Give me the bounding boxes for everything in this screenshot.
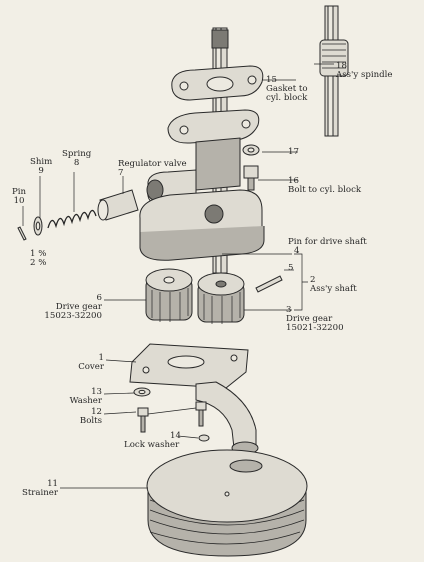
part-number-6: 6 xyxy=(96,293,102,303)
part-number-12: 12 xyxy=(91,407,102,417)
part-number-14: 14 xyxy=(170,431,181,441)
gasket xyxy=(171,65,264,101)
cotter-pin xyxy=(17,226,27,241)
part-number-16: 16 xyxy=(288,176,299,186)
part-name-6: Drive gear xyxy=(55,302,102,313)
label-4: Pin for drive shaft 4 xyxy=(288,237,367,257)
label-2: 2 Ass'y shaft xyxy=(310,275,357,295)
part-code-3: 15021-32200 xyxy=(286,323,344,334)
shim-sizes: 1 % 2 % xyxy=(30,249,47,269)
regulator-valve xyxy=(97,189,139,221)
drive-gear-3 xyxy=(197,272,245,324)
label-10: Pin 10 xyxy=(12,187,27,207)
leader-lines xyxy=(22,63,334,489)
part-name-18: Ass'y spindle xyxy=(336,70,393,81)
label-12: 12 Bolts xyxy=(56,407,102,427)
part-number-15: 15 xyxy=(266,75,277,85)
part-code-6: 15023-32200 xyxy=(44,311,102,322)
lock-washer-14 xyxy=(198,434,210,442)
label-6: 6 Drive gear 15023-32200 xyxy=(44,293,102,322)
part-name-1: Cover xyxy=(78,362,104,373)
spindle-assembly xyxy=(319,5,349,137)
part-name-8: Spring xyxy=(62,149,92,159)
label-3: 3 Drive gear 15021-32200 xyxy=(286,305,344,334)
spring xyxy=(47,209,97,229)
part-number-10: 10 xyxy=(13,196,25,207)
label-16: 16 Bolt to cyl. block xyxy=(288,176,362,196)
part-name-11: Strainer xyxy=(21,488,58,499)
cover xyxy=(129,343,259,455)
label-17: 17 xyxy=(288,147,299,157)
part-name-2: Ass'y shaft xyxy=(310,284,357,295)
label-11: 11 Strainer xyxy=(12,479,58,499)
bolts-12 xyxy=(137,401,207,433)
part-name-9: Shim xyxy=(30,157,53,167)
label-9: Shim 9 xyxy=(30,157,53,177)
part-number-11: 11 xyxy=(47,479,58,489)
washer-17 xyxy=(242,144,260,156)
label-1: 1 Cover xyxy=(60,353,104,373)
bolt-16 xyxy=(243,165,259,191)
part-number-9: 9 xyxy=(38,166,44,177)
part-name-7: Regulator valve xyxy=(118,159,187,169)
label-18: 18 Ass'y spindle xyxy=(336,61,393,81)
part-number-5: 5 xyxy=(288,263,294,273)
strainer xyxy=(146,449,308,557)
part-number-18: 18 xyxy=(336,61,347,71)
part-name-14: Lock washer xyxy=(124,440,180,451)
label-8: Spring 8 xyxy=(62,149,92,169)
label-14: 14 Lock washer xyxy=(124,431,181,451)
label-5: 5 xyxy=(288,263,294,273)
part-number-3: 3 xyxy=(286,305,292,315)
part-number-17: 17 xyxy=(288,147,299,157)
part-name-3: Drive gear xyxy=(286,314,333,325)
part-name-15-line2: cyl. block xyxy=(266,93,308,104)
part-number-8: 8 xyxy=(73,158,80,169)
label-15: 15 Gasket to cyl. block xyxy=(266,75,308,104)
label-7: Regulator valve 7 xyxy=(118,159,187,179)
part-name-16: Bolt to cyl. block xyxy=(288,185,362,196)
label-13: 13 Washer xyxy=(56,387,102,407)
part-name-12: Bolts xyxy=(79,416,102,427)
part-name-10: Pin xyxy=(12,187,27,197)
shim-size-2: 2 % xyxy=(30,258,47,269)
part-number-7: 7 xyxy=(118,168,124,179)
part-name-4: Pin for drive shaft xyxy=(288,237,367,247)
shim-size-1: 1 % xyxy=(30,249,47,259)
part-number-2: 2 xyxy=(310,275,316,285)
washer-13 xyxy=(133,387,151,397)
part-number-13: 13 xyxy=(91,387,102,397)
shim xyxy=(33,216,43,236)
pump-body xyxy=(139,109,265,261)
part-number-1: 1 xyxy=(98,353,104,363)
part-name-13: Washer xyxy=(69,396,102,407)
drive-gear-6 xyxy=(145,268,193,322)
part-name-15: Gasket to xyxy=(266,84,308,95)
drive-shaft-pin xyxy=(255,275,283,293)
part-number-4: 4 xyxy=(294,246,300,257)
